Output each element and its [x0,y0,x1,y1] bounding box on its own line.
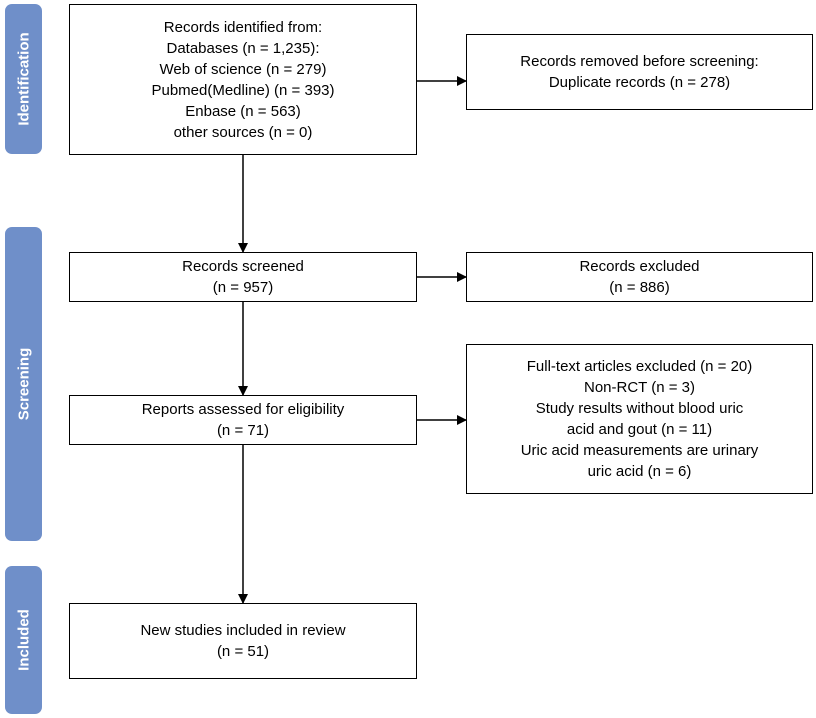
box-line: Records screened [182,258,304,275]
box-line: other sources (n = 0) [173,123,313,141]
box-line: (n = 957) [212,279,274,296]
box-line: uric acid (n = 6) [587,463,692,480]
records-excluded-box: Records excluded (n = 886) [466,252,813,302]
box-line: Full-text articles excluded (n = 20) [526,358,753,375]
box-line: Records removed before screening: [520,53,759,70]
box-line: Uric acid measurements are urinary [520,442,759,459]
records-removed-box: Records removed before screening: Duplic… [466,34,813,110]
box-line: Duplicate records (n = 278) [548,74,731,91]
box-line: Pubmed(Medline) (n = 393) [151,81,335,99]
box-line: (n = 51) [216,643,270,660]
box-line: Web of science (n = 279) [159,60,327,78]
box-line: acid and gout (n = 11) [566,421,713,438]
phase-bar-screening: Screening [5,227,42,541]
box-line: New studies included in review [140,622,346,639]
fulltext-excluded-box: Full-text articles excluded (n = 20) Non… [466,344,813,494]
box-line: Records excluded [579,258,700,275]
box-line: Databases (n = 1,235): [166,39,320,57]
phase-bar-included: Included [5,566,42,714]
box-line: (n = 71) [216,422,270,439]
box-line: (n = 886) [609,279,670,296]
box-line: Study results without blood uric [535,400,744,417]
studies-included-box: New studies included in review (n = 51) [69,603,417,679]
box-line: Non-RCT (n = 3) [583,379,695,396]
phase-bar-identification: Identification [5,4,42,154]
box-line: Reports assessed for eligibility [141,401,345,418]
reports-assessed-box: Reports assessed for eligibility (n = 71… [69,395,417,445]
box-line: Records identified from: [163,18,323,36]
records-identified-box: Records identified from: Databases (n = … [69,4,417,155]
records-screened-box: Records screened (n = 957) [69,252,417,302]
box-line: Enbase (n = 563) [185,102,301,120]
